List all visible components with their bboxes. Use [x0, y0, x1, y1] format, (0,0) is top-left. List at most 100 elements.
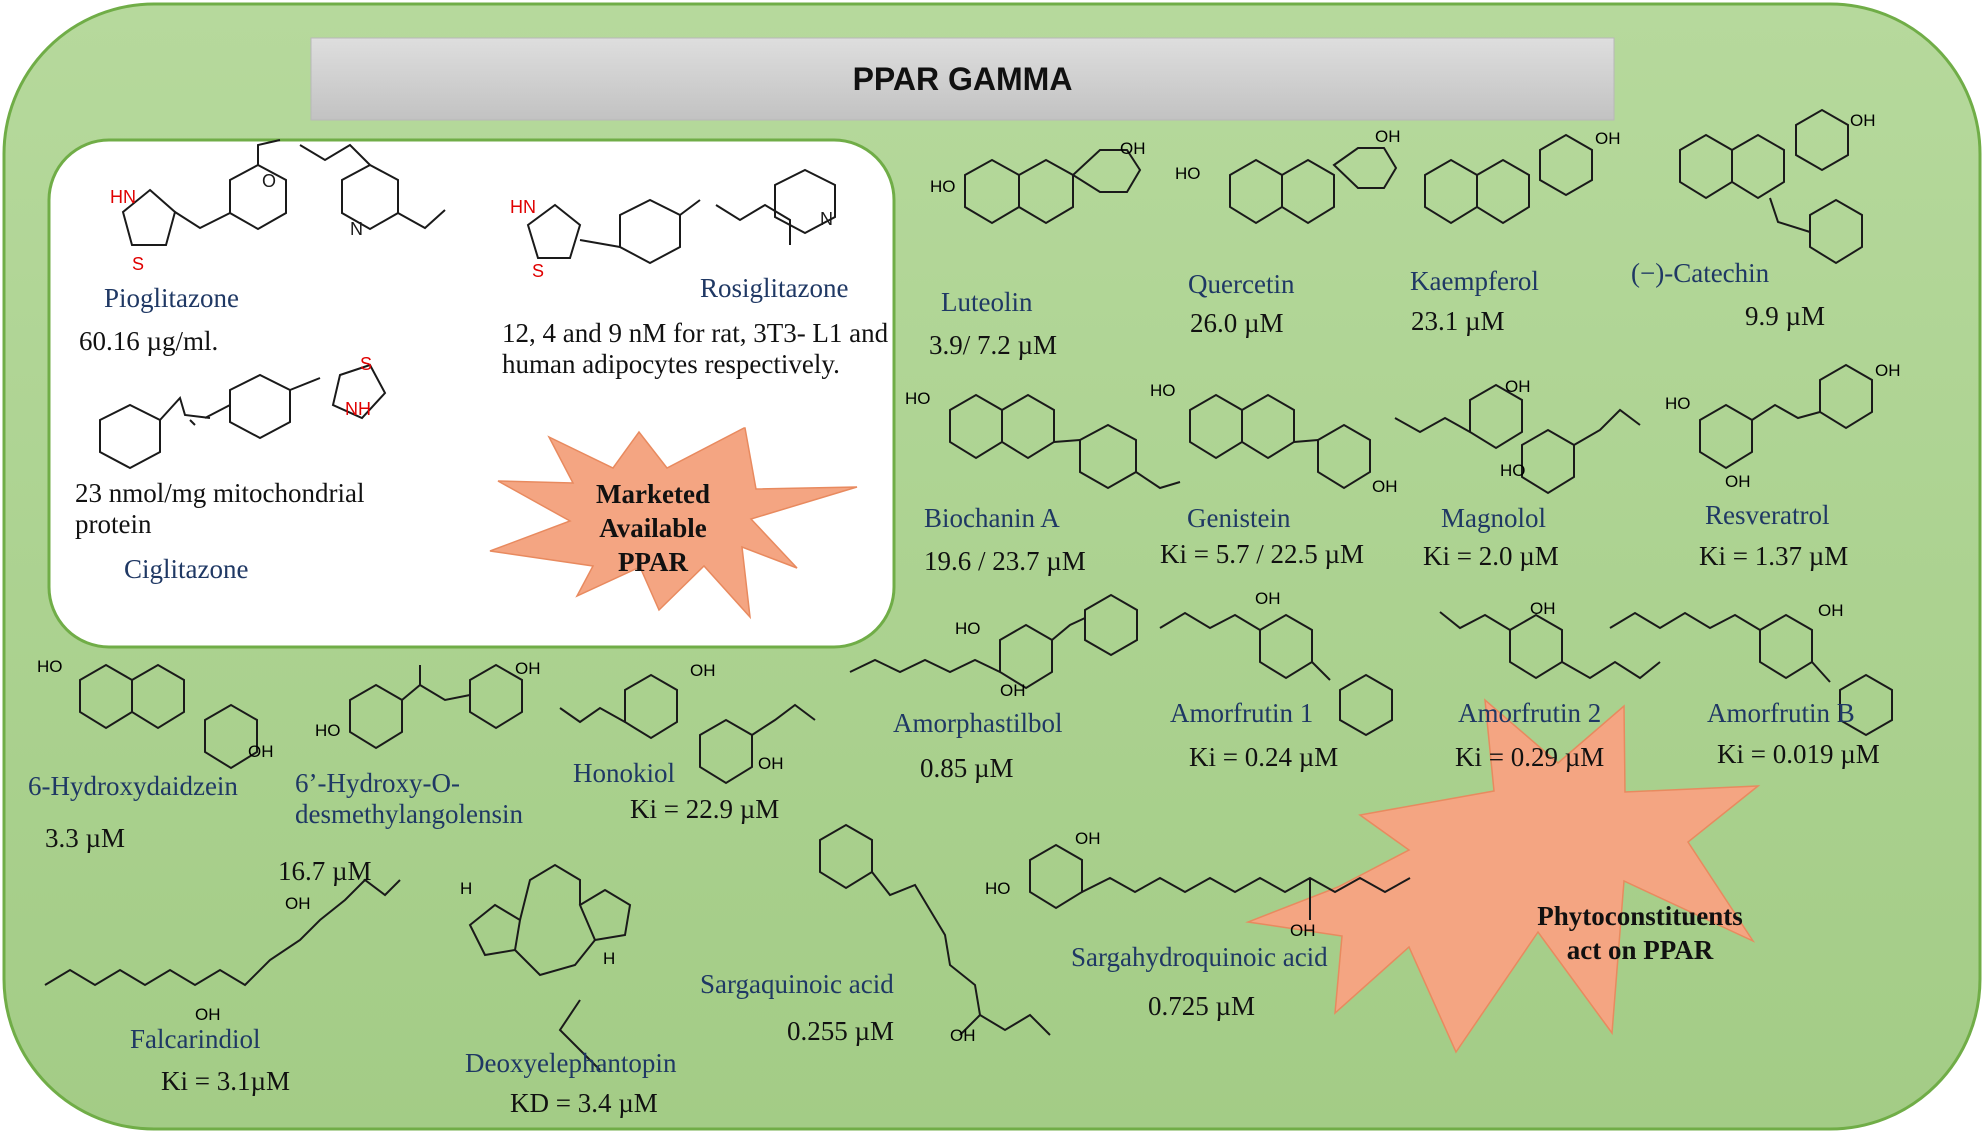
- amorphastilbol-ring-2: [1084, 593, 1138, 657]
- compound-value: Ki = 22.9 µM: [630, 794, 780, 824]
- resveratrol-stilbene: [1751, 403, 1821, 421]
- luteolin-ring-c: [1018, 158, 1074, 225]
- atom-label: OH: [195, 1005, 221, 1024]
- genistein-ring-b: [1317, 423, 1371, 490]
- atom-label: S: [360, 354, 373, 374]
- page-title: PPAR GAMMA: [852, 60, 1073, 97]
- compound-value: Ki = 1.37 µM: [1699, 541, 1849, 571]
- compound-value: 23.1 µM: [1411, 306, 1505, 336]
- compound-name: Biochanin A: [924, 503, 1060, 533]
- compound-value: Ki = 0.019 µM: [1717, 739, 1880, 769]
- hydroxydaidzein-ring-b: [204, 703, 258, 770]
- catechin-ester: [1769, 197, 1811, 233]
- amorfrutin2-chain: [1439, 611, 1661, 680]
- atom-label: OH: [1875, 361, 1901, 380]
- atom-label: HN: [110, 187, 136, 207]
- atom-label: N: [820, 209, 833, 229]
- compound-name: Sargahydroquinoic acid: [1071, 942, 1328, 972]
- deoxyelephantopin-ring: [514, 863, 601, 1071]
- magnolol-allyl: [1394, 408, 1641, 446]
- amorfrutin1-phenyl: [1339, 673, 1393, 737]
- pioglitazone-linker: [174, 139, 371, 230]
- compound-value: 3.3 µM: [45, 823, 126, 853]
- atom-label: HO: [37, 657, 63, 676]
- compound-name: Deoxyelephantopin: [465, 1048, 677, 1078]
- title-banner: [310, 37, 1615, 121]
- compound-name: Amorfrutin 1: [1170, 698, 1314, 728]
- sargaquinoic-chain: [871, 871, 1051, 1036]
- honokiol-allyl: [559, 703, 816, 736]
- compound-name: Falcarindiol: [130, 1024, 261, 1054]
- atom-label: OH: [758, 754, 784, 773]
- pioglitazone-pyridine-ring: [341, 163, 399, 231]
- compound-value: Ki = 0.29 µM: [1455, 742, 1605, 772]
- falcarindiol-chain: [44, 878, 401, 987]
- ciglitazone-benzene-ring: [229, 373, 291, 440]
- drug-name: Rosiglitazone: [700, 273, 849, 303]
- compound-value: Ki = 0.24 µM: [1189, 742, 1339, 772]
- atom-label: HO: [930, 177, 956, 196]
- phyto-label-line: Phytoconstituents: [1537, 901, 1743, 931]
- atom-label: OH: [1530, 599, 1556, 618]
- compound-value: 3.9/ 7.2 µM: [929, 330, 1058, 360]
- quercetin-ring-c: [1281, 158, 1335, 225]
- compound-value: KD = 3.4 µM: [510, 1088, 658, 1118]
- compound-name: (−)-Catechin: [1631, 258, 1770, 288]
- pioglitazone-thiazolidinedione-ring: [121, 188, 177, 246]
- luteolin-ring-b: [1071, 149, 1142, 193]
- atom-label: HN: [510, 197, 536, 217]
- atom-label: OH: [1725, 472, 1751, 491]
- rosiglitazone-pyridine-ring: [774, 168, 836, 235]
- phyto-burst-label: Phytoconstituents act on PPAR: [1500, 900, 1780, 968]
- rosiglitazone-linker: [579, 199, 791, 248]
- atom-label: O: [262, 171, 277, 191]
- compound-value: 9.9 µM: [1745, 301, 1826, 331]
- atom-label: HO: [1665, 394, 1691, 413]
- atom-label: OH: [1850, 111, 1876, 130]
- hdma-ring-1: [349, 683, 403, 750]
- catechin-gallate-ring: [1809, 198, 1863, 265]
- atom-label: H: [460, 879, 473, 898]
- atom-label: S: [532, 261, 545, 281]
- atom-label: HO: [985, 879, 1011, 898]
- deoxyelephantopin-lactone-1: [468, 903, 522, 957]
- atom-label: OH: [248, 742, 274, 761]
- compound-name: 6’-Hydroxy-O-desmethylangolensin: [295, 768, 523, 830]
- kaempferol-ring-b: [1539, 133, 1593, 197]
- compound-name: Resveratrol: [1705, 500, 1830, 530]
- atom-label: OH: [1000, 681, 1026, 700]
- compound-value: Ki = 2.0 µM: [1423, 541, 1559, 571]
- rosiglitazone-thiazolidinedione-ring: [526, 203, 582, 259]
- compound-name: 6-Hydroxydaidzein: [28, 771, 238, 801]
- atom-label: S: [132, 254, 145, 274]
- atom-label: OH: [1818, 601, 1844, 620]
- atom-label: HO: [905, 389, 931, 408]
- resveratrol-ring-1: [1699, 403, 1753, 470]
- compound-value: 0.725 µM: [1148, 991, 1256, 1021]
- compound-value: 26.0 µM: [1190, 308, 1284, 338]
- compound-name: Kaempferol: [1410, 266, 1539, 296]
- compound-name: Magnolol: [1441, 503, 1546, 533]
- atom-label: OH: [1372, 477, 1398, 496]
- compound-name: Genistein: [1187, 503, 1291, 533]
- amorfrutin1-chain: [1159, 611, 1331, 681]
- atom-label: OH: [1255, 589, 1281, 608]
- drug-name: Pioglitazone: [104, 283, 239, 313]
- atom-label: OH: [1505, 377, 1531, 396]
- compound-value: Ki = 5.7 / 22.5 µM: [1160, 539, 1365, 569]
- compound-value: 19.6 / 23.7 µM: [924, 546, 1086, 576]
- atom-label: OH: [515, 659, 541, 678]
- atom-label: HO: [315, 721, 341, 740]
- marketed-label-line: Marketed: [596, 479, 710, 509]
- atom-label: H: [603, 949, 616, 968]
- atom-label: N: [350, 219, 363, 239]
- atom-label: OH: [285, 894, 311, 913]
- ciglitazone-ch2: [289, 377, 321, 391]
- atom-label: OH: [1595, 129, 1621, 148]
- marketed-burst: [489, 427, 858, 620]
- compound-value: Ki = 3.1µM: [161, 1066, 291, 1096]
- compound-name: Luteolin: [941, 287, 1033, 317]
- drug-name: Ciglitazone: [124, 554, 249, 584]
- atom-label: OH: [1290, 921, 1316, 940]
